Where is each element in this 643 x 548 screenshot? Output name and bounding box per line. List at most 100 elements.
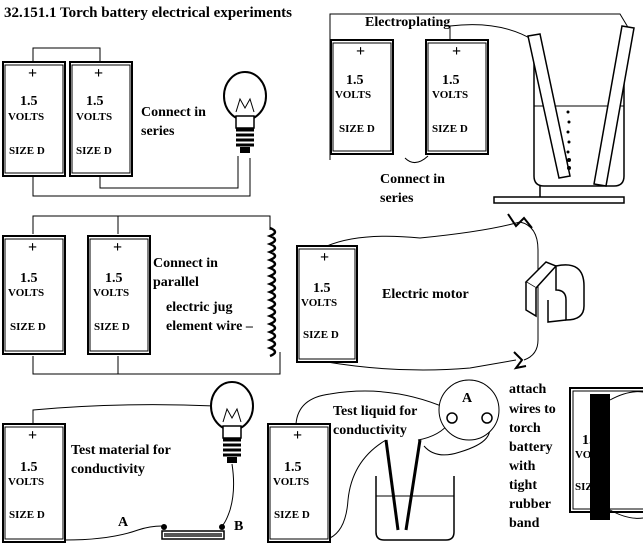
series-label: series: [141, 124, 175, 139]
attach-text: battery: [509, 440, 553, 455]
battery-size: SIZE D: [274, 509, 310, 521]
attach-text: wires to: [509, 402, 556, 417]
electroplating-setup: Electroplating + 1.5 VOLTS SIZE D + 1.5 …: [329, 13, 635, 206]
battery-volts: VOLTS: [76, 111, 112, 123]
test-wire: [221, 463, 235, 527]
test-wire: [32, 404, 216, 424]
battery: + 1.5 VOLTS SIZE D: [267, 423, 331, 543]
magnet-icon: [524, 261, 585, 323]
battery-plus: +: [293, 427, 302, 444]
electroplating-caption: Connect in: [380, 172, 445, 187]
series-label: Connect in: [141, 105, 206, 120]
coil-icon: [266, 226, 277, 358]
test-material-label: conductivity: [71, 462, 145, 477]
bulb-icon: [210, 381, 254, 463]
switch-icon: [438, 379, 500, 441]
battery: + 1.5 VOLTS SIZE D: [2, 61, 66, 177]
motor-brush: [513, 351, 527, 370]
attached-wire: [609, 391, 643, 401]
battery-voltage: 1.5: [20, 460, 38, 475]
beaker-icon: [527, 25, 635, 187]
attach-wires-note: attach wires to torch battery with tight…: [509, 382, 643, 531]
attach-text: rubber: [509, 497, 551, 512]
battery-volts: VOLTS: [93, 287, 129, 299]
parallel-circuit: + 1.5 VOLTS SIZE D + 1.5 VOLTS SIZE D Co…: [2, 215, 281, 375]
attached-wire: [609, 509, 643, 519]
motor-label: Electric motor: [382, 287, 469, 302]
motor-brush: [507, 213, 533, 229]
bulb-wire: [32, 158, 251, 197]
battery-plus: +: [94, 65, 103, 82]
test-wire: [64, 525, 163, 541]
battery-size: SIZE D: [9, 509, 45, 521]
battery-plus: +: [28, 239, 37, 256]
battery-size: SIZE D: [9, 145, 45, 157]
battery-size: SIZE D: [76, 145, 112, 157]
series-bulb-circuit: + 1.5 VOLTS SIZE D + 1.5 VOLTS SIZE D Co…: [2, 47, 267, 197]
element-wire-label: element wire –: [166, 319, 254, 334]
parallel-label: parallel: [153, 275, 199, 290]
bulb-wire: [99, 156, 239, 189]
battery-volts: VOLTS: [273, 476, 309, 488]
battery: + 1.5 VOLTS SIZE D: [296, 245, 358, 363]
attach-text: band: [509, 516, 540, 531]
element-wire-label: electric jug: [166, 300, 232, 315]
battery: + 1.5 VOLTS SIZE D: [425, 39, 489, 155]
attach-text: attach: [509, 382, 547, 397]
bulb-icon: [223, 71, 267, 153]
test-material-circuit: + 1.5 VOLTS SIZE D Test material for con…: [2, 381, 254, 543]
battery-volts: VOLTS: [8, 476, 44, 488]
rubber-band: [590, 394, 610, 520]
test-liquid-label: conductivity: [333, 423, 407, 438]
battery-volts: VOLTS: [301, 297, 337, 309]
motor-wire: [326, 359, 517, 371]
battery-plus: +: [113, 239, 122, 256]
test-liquid-circuit: + 1.5 VOLTS SIZE D A Test liquid for con…: [267, 379, 500, 543]
test-liquid-label: Test liquid for: [333, 404, 417, 419]
battery-size: SIZE D: [432, 123, 468, 135]
beaker-stand: [493, 196, 625, 204]
attach-text: tight: [509, 478, 537, 493]
battery-voltage: 1.5: [86, 94, 104, 109]
electroplating-caption: series: [380, 191, 414, 206]
plating-wire: [449, 24, 534, 41]
battery-voltage: 1.5: [20, 271, 38, 286]
battery-volts: VOLTS: [432, 89, 468, 101]
liquid-wire: [295, 390, 447, 425]
battery-voltage: 1.5: [346, 73, 364, 88]
battery-volts: VOLTS: [8, 111, 44, 123]
parallel-wire: [32, 352, 281, 375]
battery-voltage: 1.5: [20, 94, 38, 109]
plating-wire: [404, 155, 429, 163]
battery: + 1.5 VOLTS SIZE D: [69, 61, 133, 177]
battery-voltage: 1.5: [284, 460, 302, 475]
battery-plus: +: [320, 249, 329, 266]
battery: + 1.5 VOLTS SIZE D: [330, 39, 394, 155]
motor-circuit: + 1.5 VOLTS SIZE D Electric motor: [296, 213, 585, 371]
battery: + 1.5 VOLTS SIZE D: [2, 423, 66, 543]
electroplating-title: Electroplating: [365, 15, 450, 30]
beaker-icon: [375, 439, 455, 541]
battery-size: SIZE D: [339, 123, 375, 135]
battery-volts: VOLTS: [8, 287, 44, 299]
battery-plus: +: [356, 43, 365, 60]
attach-text: torch: [509, 421, 541, 436]
switch-a-label: A: [462, 391, 473, 406]
battery-voltage: 1.5: [313, 281, 331, 296]
point-a-label: A: [118, 515, 129, 530]
page-title: 32.151.1 Torch battery electrical experi…: [4, 5, 292, 21]
liquid-wire: [329, 439, 387, 539]
battery-voltage: 1.5: [105, 271, 123, 286]
parallel-label: Connect in: [153, 256, 218, 271]
battery: + 1.5 VOLTS SIZE D: [2, 235, 66, 355]
battery-plus: +: [452, 43, 461, 60]
parallel-wire: [32, 215, 271, 234]
test-material-label: Test material for: [71, 443, 171, 458]
attach-text: with: [509, 459, 536, 474]
clip-a: [161, 524, 167, 530]
motor-wire: [326, 221, 521, 247]
battery-voltage: 1.5: [442, 73, 460, 88]
point-b-label: B: [234, 519, 243, 534]
battery-plus: +: [28, 65, 37, 82]
battery-size: SIZE D: [94, 321, 130, 333]
